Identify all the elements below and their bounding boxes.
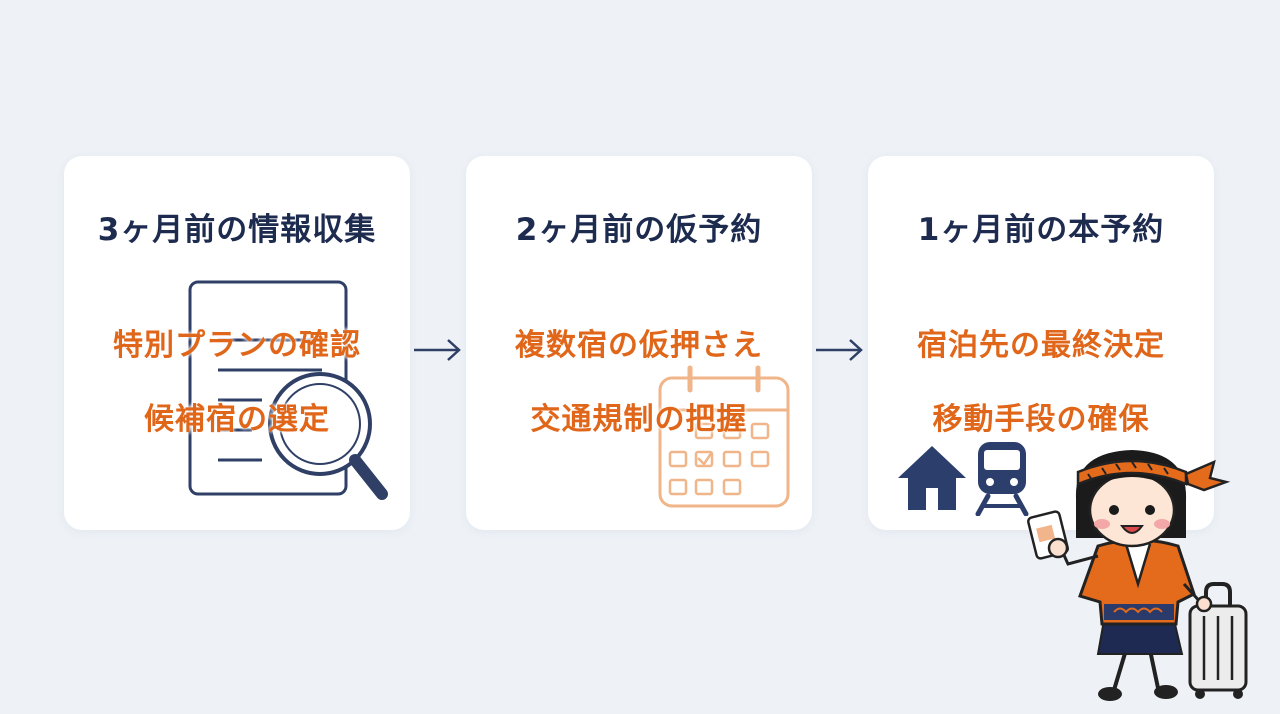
house-icon — [898, 446, 966, 510]
step-title-3: 1ヶ月前の本予約 — [917, 212, 1165, 248]
step-card-2: 2ヶ月前の仮予約 複数宿の仮押さえ 交通規制の把握 — [466, 156, 812, 530]
step-2-task-2: 交通規制の把握 — [530, 402, 748, 437]
step-2-task-1: 複数宿の仮押さえ — [515, 328, 763, 363]
step-1-task-2: 候補宿の選定 — [144, 402, 330, 437]
step-card-1: 3ヶ月前の情報収集 特別プランの確認 候補宿の選定 — [64, 156, 410, 530]
document-magnifier-icon — [188, 280, 388, 500]
train-icon — [975, 442, 1029, 516]
arrow-right-icon — [816, 339, 863, 361]
step-title-2: 2ヶ月前の仮予約 — [515, 212, 763, 248]
step-3-task-2: 移動手段の確保 — [932, 402, 1150, 437]
arrow-right-icon — [414, 339, 461, 361]
calendar-icon — [658, 365, 790, 508]
step-title-1: 3ヶ月前の情報収集 — [97, 212, 377, 248]
suitcase-icon — [1188, 582, 1248, 699]
step-3-task-1: 宿泊先の最終決定 — [917, 328, 1165, 363]
step-1-task-1: 特別プランの確認 — [113, 328, 361, 363]
traveler-character-illustration — [1026, 450, 1248, 701]
